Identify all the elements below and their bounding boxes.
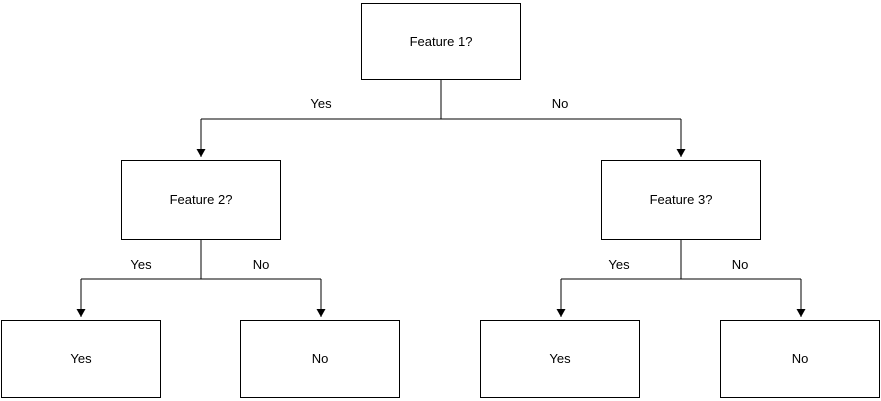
edge-label-feature3-no: No (729, 257, 751, 273)
node-leaf-feature3-yes: Yes (480, 320, 640, 398)
edge-label-root-no: No (549, 96, 571, 112)
node-leaf-feature2-yes: Yes (1, 320, 161, 398)
node-feature-1: Feature 1? (361, 3, 521, 80)
edge-label-root-yes: Yes (308, 96, 334, 112)
node-feature-2: Feature 2? (121, 160, 281, 240)
edge-label-feature2-yes: Yes (128, 257, 154, 273)
edge-label-feature3-yes: Yes (606, 257, 632, 273)
node-leaf-feature2-no: No (240, 320, 400, 398)
edge-label-feature2-no: No (250, 257, 272, 273)
node-leaf-feature3-no: No (720, 320, 880, 398)
node-feature-3: Feature 3? (601, 160, 761, 240)
